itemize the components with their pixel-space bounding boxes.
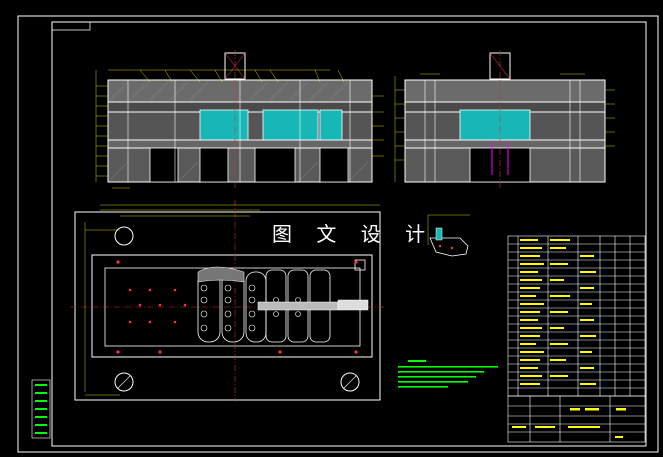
front-section-view (95, 50, 384, 190)
corner-mark (52, 22, 91, 31)
watermark-text: 图 文 设 计 (272, 222, 435, 246)
part-detail-view (427, 214, 470, 257)
technical-notes (398, 360, 498, 388)
bom-table-text (520, 239, 596, 385)
plan-view (70, 200, 385, 402)
outer-frame (17, 15, 659, 453)
left-stamp-box (31, 379, 51, 439)
title-block (507, 395, 646, 443)
title-block-text (512, 408, 626, 438)
inner-frame (51, 21, 647, 447)
side-section-view (394, 50, 615, 190)
bom-table (507, 235, 646, 397)
